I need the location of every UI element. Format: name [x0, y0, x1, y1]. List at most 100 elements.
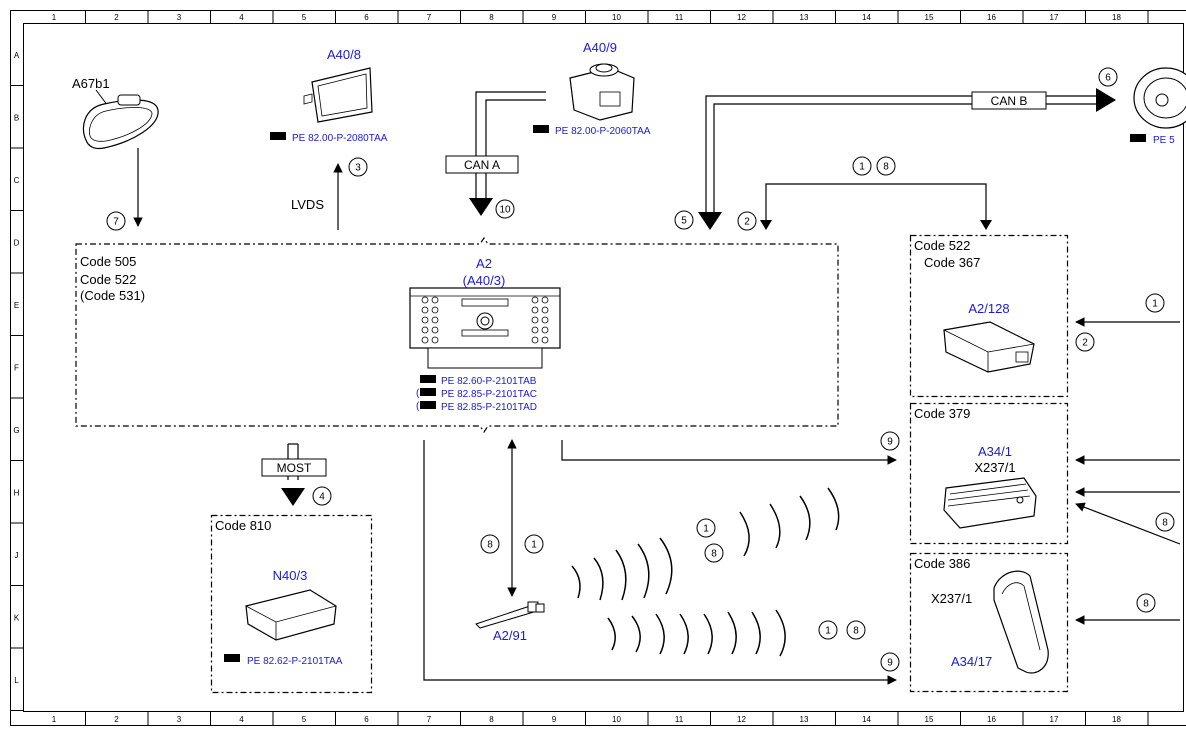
radio-button-icon	[531, 316, 539, 324]
display-ref: PE 82.00-P-2080TAA	[292, 133, 388, 144]
row-letter: J	[15, 551, 19, 560]
column-number: 13	[800, 715, 809, 724]
box-522-label: A2/128	[968, 301, 1009, 316]
head-unit-ref-prefix-2: (	[416, 388, 420, 399]
head-unit-ref-1: PE 82.60-P-2101TAB	[441, 376, 537, 387]
head-unit-alt-label: (A40/3)	[463, 273, 506, 288]
can-b-label: CAN B	[991, 94, 1028, 108]
column-number: 9	[552, 13, 557, 22]
row-letter: B	[14, 114, 19, 123]
column-number: 18	[1112, 13, 1121, 22]
radio-button-icon	[531, 326, 539, 334]
radio-button-icon	[421, 316, 429, 324]
marker-number: 10	[499, 205, 511, 216]
marker-circle: 3	[348, 157, 368, 177]
marker-circle: 1	[696, 518, 716, 538]
row-letter: H	[14, 489, 20, 498]
radio-button-icon	[421, 296, 429, 304]
head-unit-label: A2	[476, 256, 492, 271]
marker-number: 9	[887, 437, 893, 448]
column-number: 17	[1050, 13, 1059, 22]
marker-number: 7	[113, 217, 119, 228]
marker-circle: 8	[846, 620, 866, 640]
bus-connection-1-8	[760, 183, 992, 230]
marker-number: 5	[681, 216, 687, 227]
column-number: 10	[612, 715, 621, 724]
camera-component: A40/9 PE 82.00-P-2060TAA	[533, 40, 651, 137]
radio-button-icon	[431, 316, 439, 324]
row-letter: C	[14, 176, 20, 185]
column-number: 4	[239, 715, 244, 724]
column-number: 8	[489, 13, 494, 22]
box-386-label: A34/17	[951, 654, 992, 669]
marker-number: 4	[319, 492, 325, 503]
column-number: 4	[239, 13, 244, 22]
row-letter: E	[14, 301, 19, 310]
column-number: 14	[862, 715, 871, 724]
display-label: A40/8	[327, 47, 361, 62]
column-number: 5	[302, 13, 307, 22]
marker-circle: 8	[1136, 593, 1156, 613]
column-number: 14	[862, 13, 871, 22]
marker-circle: 9	[880, 652, 900, 672]
antenna-label: A2/91	[493, 628, 527, 643]
mirror-component: A67b1	[72, 76, 159, 227]
head-unit-ref-2: PE 82.85-P-2101TAC	[441, 389, 537, 400]
marker-number: 8	[487, 540, 493, 551]
radio-button-icon	[541, 306, 549, 314]
marker-number: 1	[825, 626, 831, 637]
radio-button-icon	[531, 336, 539, 344]
head-unit-code-1: Code 505	[80, 254, 136, 269]
marker-number: 8	[853, 626, 859, 637]
marker-circle: 6	[1098, 67, 1118, 87]
marker-circle: 2	[737, 211, 757, 231]
display-component: A40/8 PE 82.00-P-2080TAA	[270, 47, 388, 144]
marker-circle: 1	[818, 620, 838, 640]
marker-circle: 8	[704, 543, 724, 563]
marker-number: 1	[531, 540, 537, 551]
marker-circle: 10	[495, 199, 515, 219]
radio-button-icon	[431, 306, 439, 314]
head-unit-drawing	[409, 287, 561, 369]
can-a-label: CAN A	[464, 158, 500, 172]
radio-button-icon	[431, 296, 439, 304]
row-letter: G	[13, 426, 19, 435]
row-letter: A	[14, 51, 20, 60]
column-number: 5	[302, 715, 307, 724]
column-number: 9	[552, 715, 557, 724]
row-letter: F	[14, 364, 19, 373]
marker-circle: 2	[1075, 332, 1095, 352]
most-label: MOST	[277, 461, 312, 475]
radio-button-icon	[421, 336, 429, 344]
box-379-label: A34/1	[978, 444, 1012, 459]
camera-label: A40/9	[583, 40, 617, 55]
column-number: 15	[925, 715, 934, 724]
marker-number: 9	[887, 658, 893, 669]
radio-button-icon	[421, 326, 429, 334]
box-810-label: N40/3	[273, 568, 308, 583]
radio-button-icon	[541, 326, 549, 334]
row-letter: K	[14, 614, 20, 623]
radio-button-icon	[421, 306, 429, 314]
marker-number: 8	[1162, 518, 1168, 529]
radio-button-icon	[541, 316, 549, 324]
marker-number: 3	[355, 163, 361, 174]
marker-circle: 1	[852, 156, 872, 176]
hand-pointer-icon	[420, 375, 436, 409]
column-number: 17	[1050, 715, 1059, 724]
marker-circle: 5	[674, 210, 694, 230]
row-letter: D	[14, 239, 20, 248]
marker-number: 8	[1143, 599, 1149, 610]
marker-circle: 1	[524, 534, 544, 554]
marker-number: 1	[703, 524, 709, 535]
hand-pointer-icon	[270, 132, 286, 140]
head-unit-code-2: Code 522	[80, 272, 136, 287]
can-b-bus: CAN B	[698, 88, 1116, 230]
marker-circle: 8	[480, 534, 500, 554]
column-number: 16	[987, 13, 996, 22]
marker-number: 2	[744, 217, 750, 228]
